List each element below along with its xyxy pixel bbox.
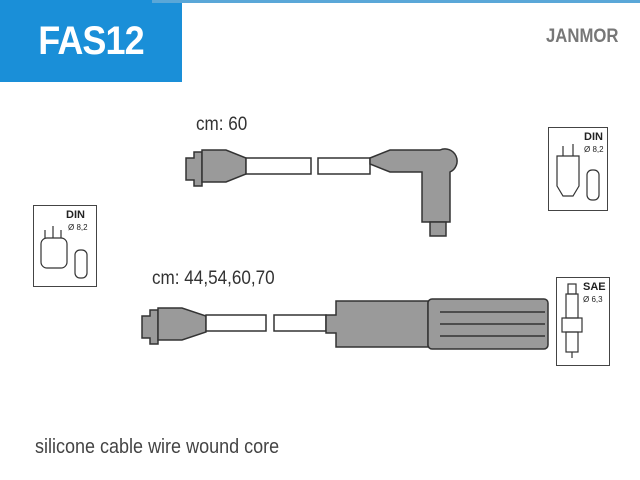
cable-1-terminal <box>185 151 203 187</box>
ignition-coil-icon <box>556 144 600 201</box>
connector-right-top-diameter: Ø 8,2 <box>584 145 604 154</box>
cable-2-terminal <box>141 309 159 345</box>
connector-left: DIN Ø 8,2 <box>33 205 97 287</box>
connector-left-diameter: Ø 8,2 <box>68 223 88 232</box>
cable-1-length: cm: 60 <box>196 114 248 135</box>
spark-plug-icon <box>561 283 583 358</box>
cable-2 <box>141 298 549 350</box>
connector-right-top-type: DIN <box>584 131 603 143</box>
brand-name: JANMOR <box>546 26 619 47</box>
connector-right-bottom-diameter: Ø 6,3 <box>583 295 603 304</box>
cable-2-boot-left <box>157 307 207 341</box>
connector-left-type: DIN <box>66 209 85 221</box>
cable-description: silicone cable wire wound core <box>35 436 280 458</box>
cable-2-wire-b <box>273 314 327 332</box>
connector-right-top: DIN Ø 8,2 <box>548 127 608 211</box>
cable-1 <box>185 148 458 237</box>
distributor-cap-icon <box>40 226 88 279</box>
connector-right-bottom-type: SAE <box>583 281 606 293</box>
cable-2-length: cm: 44,54,60,70 <box>152 268 275 289</box>
cable-1-boot-left <box>201 149 247 183</box>
cable-1-wire-b <box>317 157 371 175</box>
cable-1-wire-a <box>245 157 312 175</box>
cable-1-angled-boot <box>369 148 458 223</box>
cable-1-tip <box>429 221 447 237</box>
cable-2-wire-a <box>205 314 267 332</box>
part-number: FAS12 <box>38 19 144 63</box>
connector-right-bottom: SAE Ø 6,3 <box>556 277 610 366</box>
part-number-banner <box>0 0 182 82</box>
cable-2-boot-right <box>325 300 429 348</box>
header-divider <box>152 0 640 3</box>
